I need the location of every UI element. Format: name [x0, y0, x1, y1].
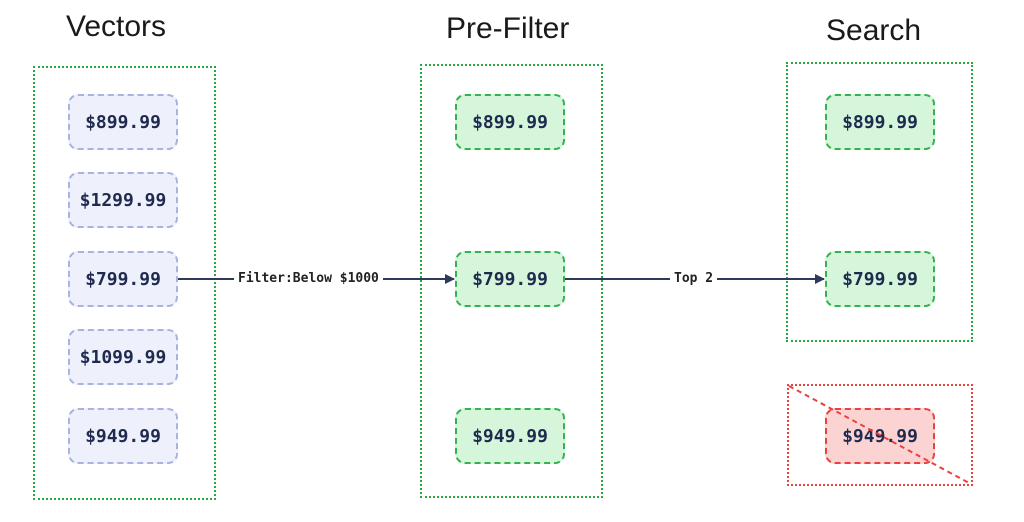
- excluded-group: [787, 384, 973, 486]
- vector-chip: $1099.99: [68, 329, 178, 385]
- search-title: Search: [826, 14, 922, 47]
- vector-chip: $1299.99: [68, 172, 178, 228]
- search-result-chip: $799.99: [825, 251, 935, 307]
- prefilter-title: Pre-Filter: [446, 12, 570, 45]
- prefilter-group: [420, 64, 603, 498]
- vector-chip: $899.99: [68, 94, 178, 150]
- vector-chip: $949.99: [68, 408, 178, 464]
- vectors-group: [33, 66, 216, 500]
- search-result-chip: $899.99: [825, 94, 935, 150]
- vector-chip: $799.99: [68, 251, 178, 307]
- search-results-group: [786, 62, 973, 342]
- prefilter-chip: $899.99: [455, 94, 565, 150]
- vectors-title: Vectors: [66, 10, 167, 43]
- topk-label: Top 2: [670, 271, 718, 287]
- filter-label: Filter:Below $1000: [234, 271, 383, 287]
- prefilter-chip: $949.99: [455, 408, 565, 464]
- strike-through-line: [788, 385, 972, 485]
- prefilter-chip: $799.99: [455, 251, 565, 307]
